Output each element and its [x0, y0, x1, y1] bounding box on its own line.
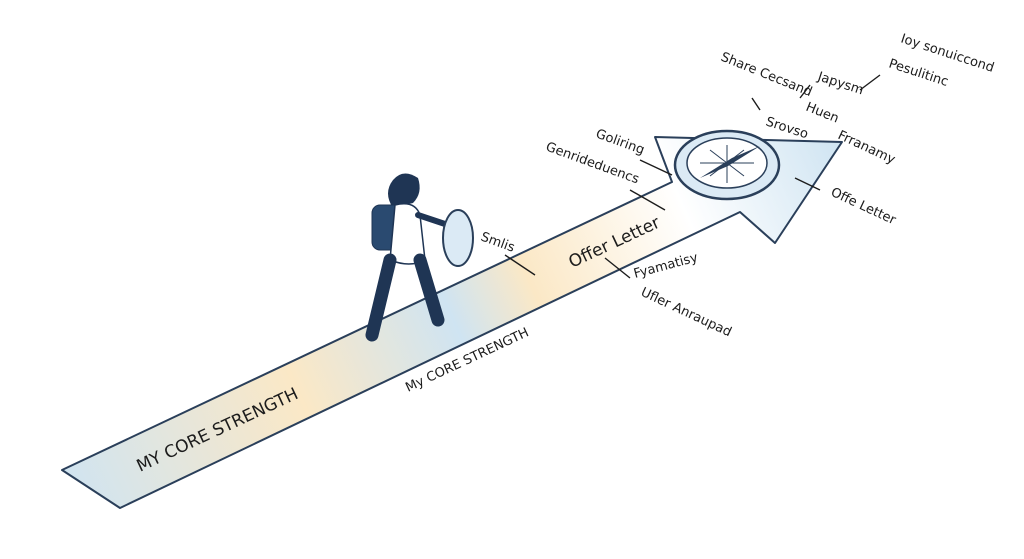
annotation-ufler: Ufler Anraupad: [638, 285, 733, 340]
annotation-japysm: Japysm: [815, 69, 865, 98]
annotation-smils: Smlis: [479, 230, 517, 256]
annotation-srovso: Srovso: [764, 115, 810, 143]
handheld-compass-icon: [442, 209, 474, 267]
annotation-offe-letter: Offe Letter: [828, 185, 898, 228]
annotation-share: Share Cecsand: [719, 50, 815, 100]
compass-icon: [673, 129, 781, 201]
annotation-frranamy: Frranamy: [835, 128, 897, 168]
annotation-goliring: Goliring: [594, 127, 647, 158]
growth-arrow: [61, 136, 843, 509]
walking-person: [365, 173, 474, 342]
annotation-arrows: [504, 74, 881, 279]
annotation-pesulitinc: Pesulitinc: [887, 57, 950, 90]
annotation-huen: Huen: [804, 100, 841, 127]
